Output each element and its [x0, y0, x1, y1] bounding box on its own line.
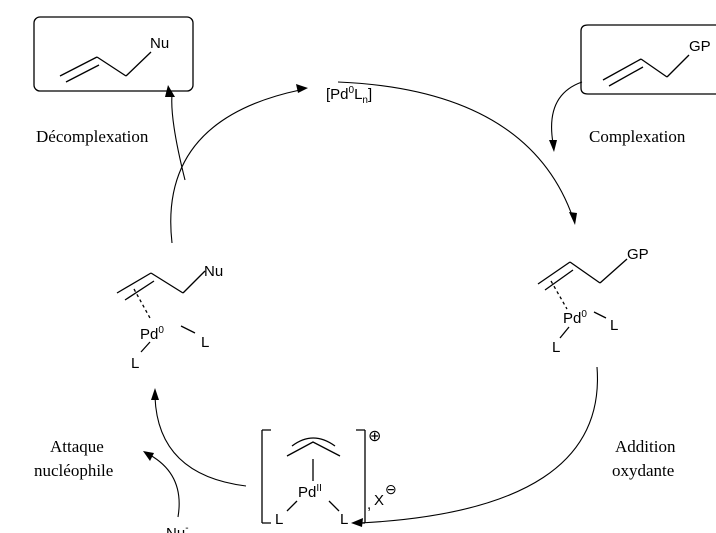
- right-complex-pd-label: Pd0: [563, 309, 587, 327]
- catalyst-label: [Pd0Ln]: [326, 85, 372, 106]
- arrowhead-left: [296, 84, 308, 93]
- left-complex-ligand-a: L: [201, 334, 209, 351]
- cycle-arrow-right: [359, 366, 598, 524]
- substrate-box: [580, 24, 716, 95]
- step-decomplexation: Décomplexation: [36, 127, 149, 146]
- left-complex-pd-label: Pd0: [140, 325, 164, 343]
- product-nu-label: Nu: [150, 35, 169, 52]
- nucleophile-attack-arrow: [149, 454, 180, 518]
- cycle-arrow-top-right: [337, 81, 574, 219]
- right-complex-gp-label: GP: [627, 246, 649, 263]
- step-attack-line2: nucléophile: [34, 461, 113, 480]
- allyl-positive-charge: ⊕: [368, 428, 381, 445]
- pi-allyl-pdii-complex: PdII L L ⊕ , X ⊖: [261, 428, 397, 528]
- arrowhead-bottom-left: [151, 388, 159, 400]
- substrate-molecule: GP: [602, 38, 711, 87]
- cycle-arrow-bottom-left: [154, 396, 247, 487]
- right-complex-ligand-b: L: [552, 339, 560, 356]
- olefin-pd0-complex-left: Nu Pd0 L L: [116, 263, 223, 372]
- step-addition-line1: Addition: [615, 437, 676, 456]
- allyl-pd-label: PdII: [298, 483, 322, 501]
- arrowhead-nucleophile: [143, 451, 154, 461]
- product-molecule: Nu: [59, 35, 169, 83]
- cycle-arrow-left: [170, 89, 301, 244]
- counterion-negative-charge: ⊖: [385, 481, 397, 497]
- allyl-delocalization-arc: [291, 437, 336, 447]
- step-complexation: Complexation: [589, 127, 686, 146]
- allyl-ligand-b: L: [340, 511, 348, 528]
- allyl-backbone: [286, 441, 341, 457]
- product-box: [33, 16, 194, 92]
- arrowhead-top-right: [569, 212, 577, 225]
- counterion-label: X: [374, 492, 384, 509]
- olefin-pd0-complex-right: GP Pd0 L L: [537, 246, 649, 356]
- right-bracket: [356, 429, 366, 524]
- nucleophile-label: Nu-: [166, 523, 189, 533]
- arrowhead-complexation: [549, 140, 557, 152]
- right-complex-ligand-a: L: [610, 317, 618, 334]
- left-bracket-ticks: [262, 429, 271, 524]
- allyl-separator: ,: [367, 496, 371, 513]
- substrate-gp-label: GP: [689, 38, 711, 55]
- step-attack-line1: Attaque: [50, 437, 104, 456]
- left-complex-ligand-b: L: [131, 355, 139, 372]
- left-complex-nu-label: Nu: [204, 263, 223, 280]
- allyl-ligand-a: L: [275, 511, 283, 528]
- decomplexation-arrow: [171, 94, 186, 181]
- step-addition-line2: oxydante: [612, 461, 674, 480]
- complexation-arrow: [551, 81, 583, 144]
